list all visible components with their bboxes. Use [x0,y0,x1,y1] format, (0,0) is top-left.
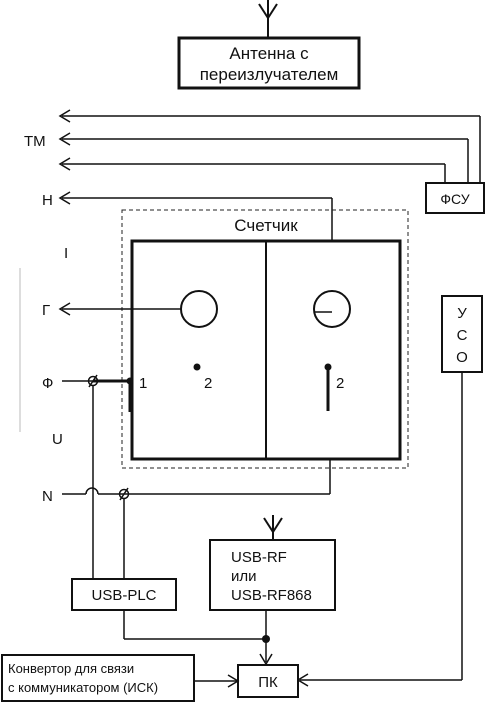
neutral-line [62,459,331,501]
phase-label: Ф [42,375,53,392]
tm-lines [62,115,481,196]
antenna-relay-box [177,36,361,90]
i-label: I [64,245,68,262]
converter-label-line2: с коммуникатором (ИСК) [8,680,158,695]
uso-label-letter-1: У [457,305,467,322]
terminal-1-label: 1 [139,375,147,392]
usb-plc-label: USB-PLC [91,587,156,604]
usb-rf-label-line3: USB-RF868 [231,587,312,604]
converter-box [1,654,195,702]
usb-plc-box [71,578,177,611]
meter-enclosure [121,209,409,469]
uso-label-letter-2: С [457,327,468,344]
usb-rf-antenna-icon [263,515,283,540]
usb-rf-label-line2: или [231,568,257,585]
right-dial-icon [313,290,351,328]
terminal-2-right-label: 2 [336,375,344,392]
usb-rf-label-line1: USB-RF [231,549,287,566]
terminal-2-left-label: 2 [204,375,212,392]
fsu-box [425,182,485,214]
antenna-relay-label-line1: Антенна с [229,44,309,63]
phase-line [62,374,134,412]
left-terminal-2-dot [193,363,201,371]
tm-label: ТМ [24,133,46,150]
pc-label: ПК [258,674,278,691]
h-label: Н [42,192,53,209]
converter-label-line1: Конвертор для связи [8,661,134,676]
g-line [58,302,181,316]
usb-rf-box [209,539,336,611]
meter-label: Счетчик [234,216,298,235]
antenna-relay-label-line2: переизлучателем [200,65,339,84]
u-label: U [52,431,63,448]
uso-box [441,295,483,373]
tm-arrow-icons [58,109,71,171]
neutral-label: N [42,488,53,505]
fsu-label: ФСУ [440,191,469,207]
g-label: Г [42,302,50,319]
top-antenna-icon [258,0,278,38]
uso-label-letter-3: О [456,349,468,366]
